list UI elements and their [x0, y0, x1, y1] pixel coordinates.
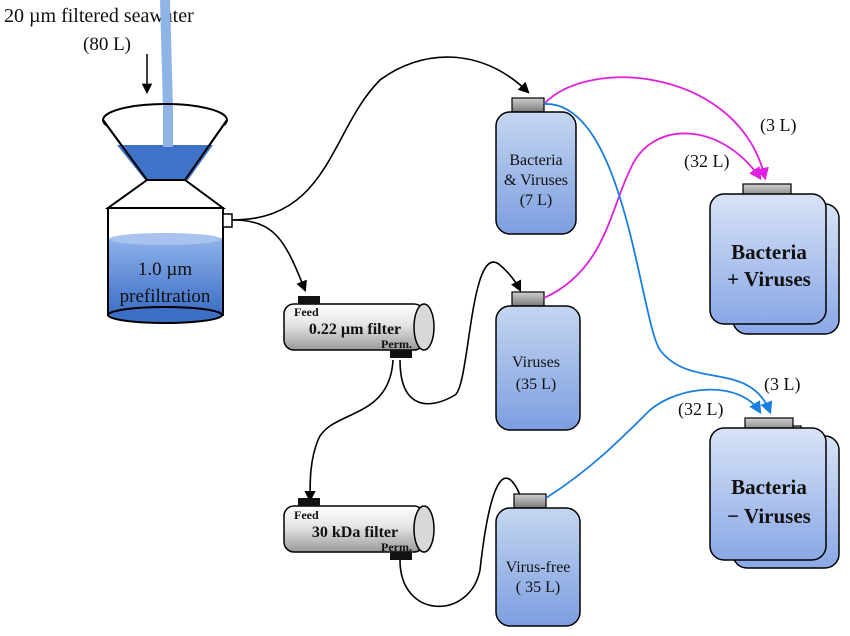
prefiltration-vessel	[104, 179, 233, 324]
bottle-virus-free-line2: ( 35 L)	[516, 579, 560, 596]
filter-30kda-name-label: 30 kDa filter	[312, 524, 398, 541]
filter-022-feed-label: Feed	[294, 305, 319, 319]
filter-022-um	[283, 296, 435, 358]
bottle-virus-free	[495, 493, 581, 627]
bottle-viruses	[495, 291, 581, 431]
carboy-plus-small-volume: (3 L)	[760, 115, 796, 136]
bottle-bv-line2: & Viruses	[504, 172, 568, 189]
source-volume-label: (80 L)	[83, 34, 131, 55]
carboy-minus-line1: Bacteria	[731, 475, 807, 499]
prefiltration-label-line2: prefiltration	[120, 286, 211, 307]
filter-30kda-feed-label: Feed	[294, 508, 319, 522]
carboy-plus-line1: Bacteria	[731, 240, 807, 264]
funnel	[102, 103, 228, 181]
carboy-plus-line2: + Viruses	[727, 267, 811, 291]
carboy-minus-large-volume: (32 L)	[678, 399, 723, 420]
magenta-tubing	[543, 76, 769, 299]
bottle-bacteria-viruses	[495, 97, 577, 235]
carboy-plus-large-volume: (32 L)	[684, 151, 729, 172]
carboy-bacteria-plus-viruses	[709, 183, 840, 335]
filter-30kda	[283, 498, 435, 560]
bottle-virus-free-line1: Virus-free	[506, 559, 571, 576]
bottle-bv-line3: (7 L)	[520, 192, 552, 209]
source-label: 20 µm filtered seawater	[4, 5, 194, 27]
filter-30kda-perm-label: Perm.	[381, 540, 412, 554]
prefiltration-label-line1: 1.0 µm	[138, 259, 192, 280]
bottle-viruses-line2: (35 L)	[516, 376, 556, 393]
bottle-viruses-line1: Viruses	[512, 354, 560, 371]
blue-tubing	[543, 103, 773, 499]
carboy-minus-small-volume: (3 L)	[764, 374, 800, 395]
filter-022-name-label: 0.22 µm filter	[309, 321, 401, 338]
carboy-minus-line2: − Viruses	[727, 504, 811, 528]
black-tubing	[231, 56, 530, 608]
carboy-bacteria-minus-viruses	[709, 417, 840, 569]
bottle-bv-line1: Bacteria	[509, 152, 562, 169]
filter-022-perm-label: Perm.	[381, 337, 412, 351]
